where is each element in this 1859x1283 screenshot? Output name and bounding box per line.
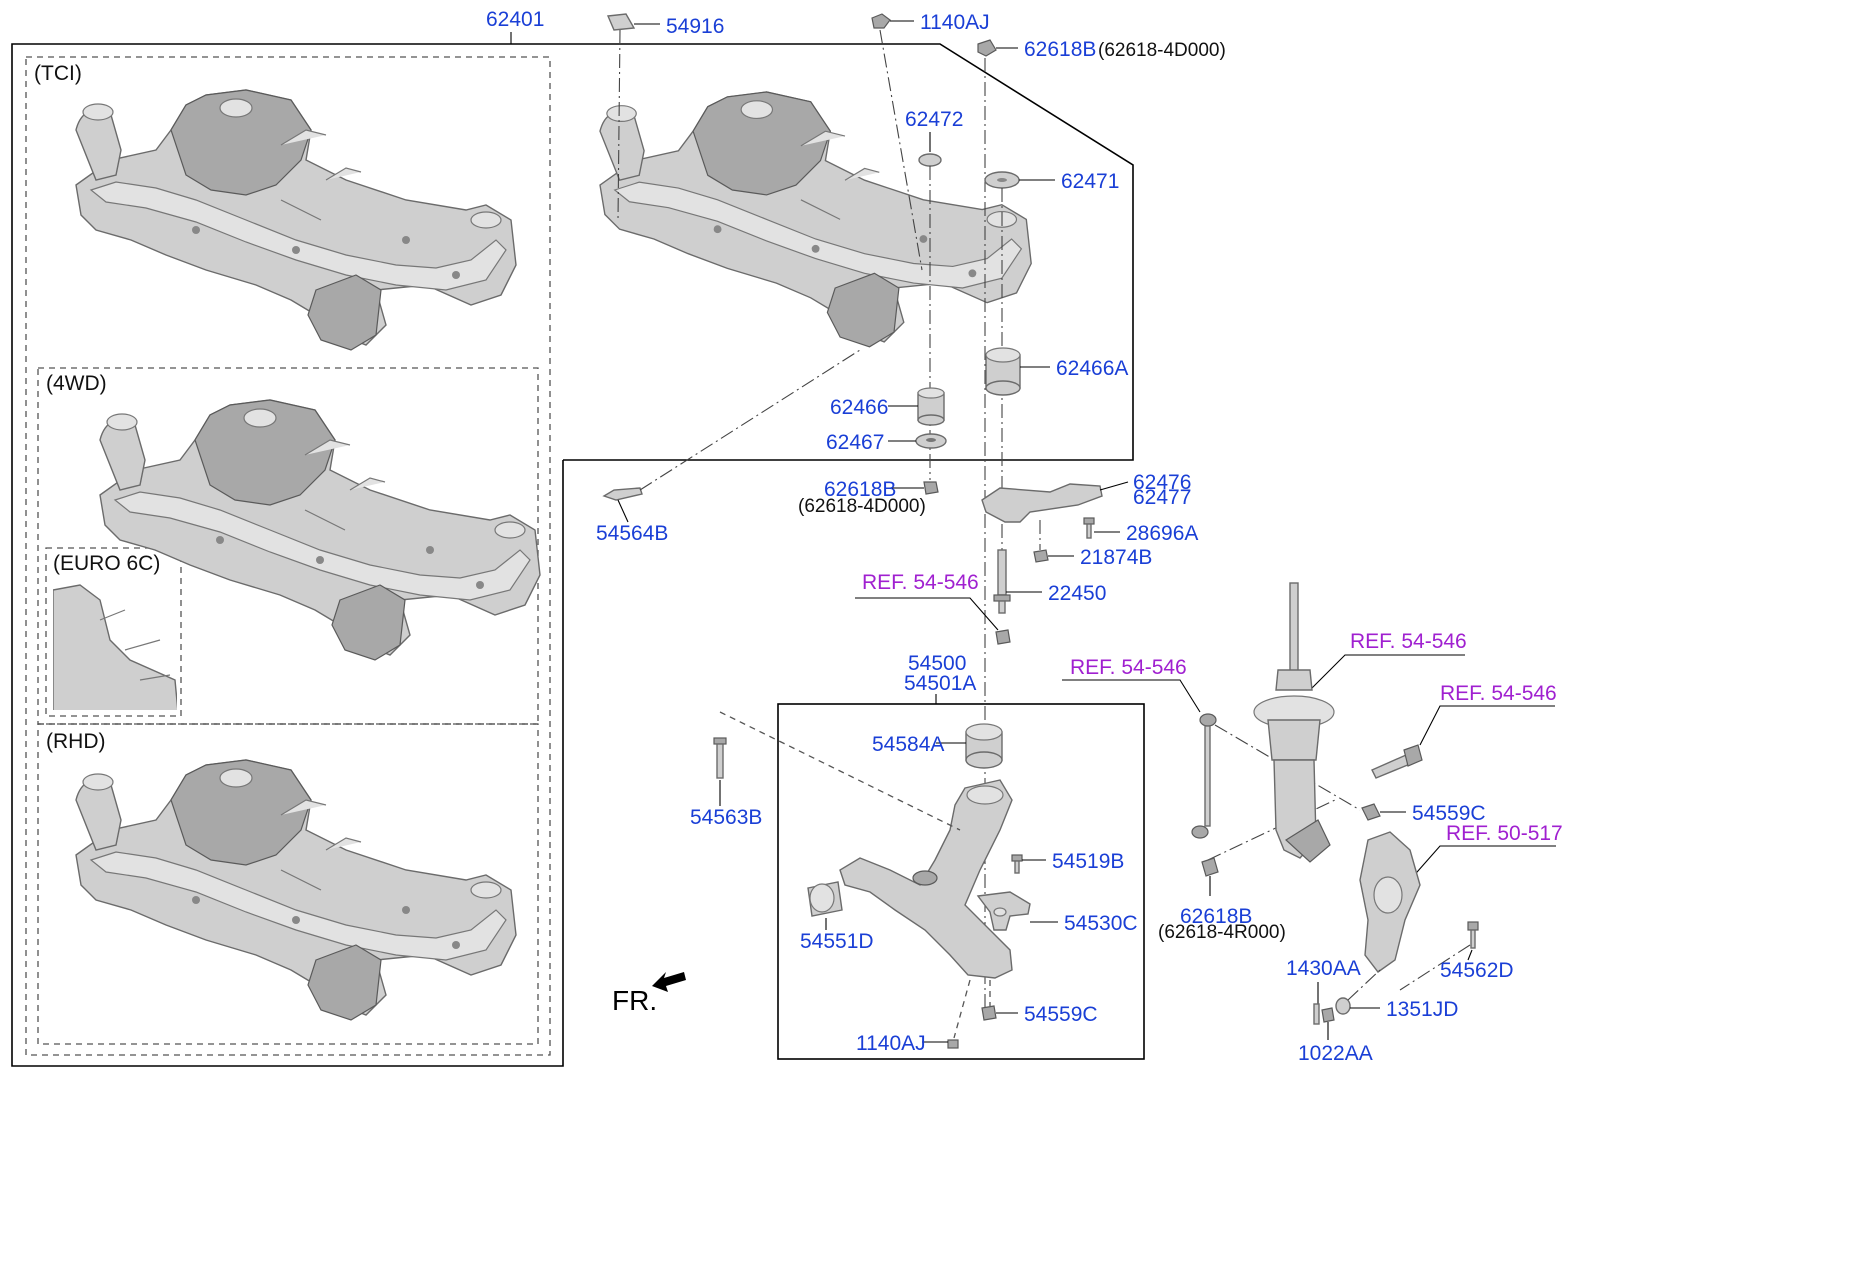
part-62466-label[interactable]: 62466 — [830, 396, 888, 419]
part-strut-bolt — [1371, 744, 1423, 779]
part-22450-label[interactable]: 22450 — [1048, 582, 1106, 605]
part-strut-assembly — [1253, 582, 1335, 863]
subframe-rhd-illustration — [75, 759, 517, 1021]
part-62618b-right-nut — [1201, 857, 1219, 877]
part-54916-bracket — [606, 13, 636, 31]
part-28696a-label[interactable]: 28696A — [1126, 522, 1198, 545]
part-1430aa-pin — [1313, 1003, 1320, 1025]
part-62466a-label[interactable]: 62466A — [1056, 357, 1128, 380]
part-62618b-right-alt-label: (62618-4R000) — [1158, 922, 1286, 943]
part-62618b-mid-nut — [923, 481, 939, 495]
part-62618b-top-label[interactable]: 62618B — [1024, 38, 1096, 61]
part-1351jd-label[interactable]: 1351JD — [1386, 998, 1458, 1021]
part-ball-joint-nut — [995, 629, 1011, 645]
part-1430aa-label[interactable]: 1430AA — [1286, 957, 1361, 980]
part-62466a-bushing — [985, 347, 1021, 396]
variant-rhd-label: (RHD) — [46, 730, 105, 753]
ref-54-546-label-1[interactable]: REF. 54-546 — [862, 571, 979, 594]
part-54519b-bolt — [1011, 854, 1023, 874]
part-54563b-label[interactable]: 54563B — [690, 806, 762, 829]
part-54584a-label[interactable]: 54584A — [872, 733, 944, 756]
part-lower-control-arm — [839, 779, 1013, 979]
part-1140aj-top-nut — [871, 13, 891, 29]
subframe-tci-illustration — [75, 89, 517, 351]
front-direction-label: FR. — [612, 985, 657, 1016]
part-62472-washer — [918, 153, 942, 167]
part-54501a-label[interactable]: 54501A — [904, 672, 976, 695]
part-54564b-label[interactable]: 54564B — [596, 522, 668, 545]
part-54530c-ball-joint — [976, 891, 1031, 931]
part-62471-label[interactable]: 62471 — [1061, 170, 1119, 193]
variant-frames — [25, 56, 551, 1056]
part-62618b-mid-label[interactable]: 62618B — [824, 478, 896, 501]
part-54564b-bolt — [602, 487, 643, 501]
part-62618b-mid-alt-label: (62618-4D000) — [798, 496, 926, 517]
part-1140aj-low-bolt — [947, 1039, 959, 1049]
part-54500-label[interactable]: 54500 — [908, 652, 966, 675]
part-62467-stopper — [915, 433, 947, 449]
part-62618b-top-nut — [977, 39, 997, 57]
part-62401-label[interactable]: 62401 — [486, 8, 544, 31]
part-54562d-label[interactable]: 54562D — [1440, 959, 1514, 982]
part-54559c-right-nut — [1361, 803, 1381, 821]
part-1140aj-low-label[interactable]: 1140AJ — [856, 1032, 926, 1055]
part-54563b-bolt — [713, 737, 727, 779]
part-21874b-label[interactable]: 21874B — [1080, 546, 1152, 569]
part-1140aj-top-label[interactable]: 1140AJ — [920, 11, 990, 34]
lower-arm-frame — [777, 703, 1145, 1060]
part-stabilizer-link — [1191, 713, 1217, 839]
ref-54-546-label-4[interactable]: REF. 54-546 — [1440, 682, 1557, 705]
part-54584a-bushing — [965, 723, 1003, 769]
variant-euro6c-label: (EURO 6C) — [53, 552, 160, 575]
part-54562d-bolt — [1467, 921, 1479, 949]
part-54559c-right-label[interactable]: 54559C — [1412, 802, 1486, 825]
part-1022aa-label[interactable]: 1022AA — [1298, 1042, 1373, 1065]
subframe-4wd-illustration — [99, 399, 541, 661]
variant-tci-label: (TCI) — [34, 62, 82, 85]
euro6c-detail-illustration — [53, 584, 177, 710]
part-steering-knuckle — [1359, 831, 1421, 973]
part-1022aa-nut — [1321, 1007, 1335, 1023]
ref-54-546-label-2[interactable]: REF. 54-546 — [1070, 656, 1187, 679]
part-62476-bracket — [981, 483, 1103, 523]
part-54530c-label[interactable]: 54530C — [1064, 912, 1138, 935]
part-54519b-label[interactable]: 54519B — [1052, 850, 1124, 873]
part-62476-label[interactable]: 62476 — [1133, 471, 1191, 494]
part-54916-label[interactable]: 54916 — [666, 15, 724, 38]
part-54551d-label[interactable]: 54551D — [800, 930, 874, 953]
part-62471-washer — [984, 171, 1020, 189]
subframe-main-illustration — [599, 91, 1032, 348]
part-28696a-bolt — [1083, 517, 1095, 539]
part-54551d-bushing — [807, 881, 843, 917]
arrow-front-left-icon — [652, 972, 686, 992]
part-21874b-nut — [1033, 549, 1049, 563]
ref-54-546-label-3[interactable]: REF. 54-546 — [1350, 630, 1467, 653]
part-54559c-low-nut — [981, 1005, 997, 1021]
part-62477-label[interactable]: 62477 — [1133, 486, 1191, 509]
assembly-frame — [11, 32, 1134, 1067]
part-62466-bushing — [917, 387, 945, 426]
part-62472-label[interactable]: 62472 — [905, 108, 963, 131]
part-62618b-right-label[interactable]: 62618B — [1180, 905, 1252, 928]
part-22450-stud — [993, 549, 1011, 614]
ref-50-517-label[interactable]: REF. 50-517 — [1446, 822, 1563, 845]
part-1351jd-washer — [1335, 997, 1351, 1015]
variant-4wd-label: (4WD) — [46, 372, 107, 395]
part-54559c-low-label[interactable]: 54559C — [1024, 1003, 1098, 1026]
part-62618b-top-alt-label: (62618-4D000) — [1098, 40, 1226, 61]
part-62467-label[interactable]: 62467 — [826, 431, 884, 454]
